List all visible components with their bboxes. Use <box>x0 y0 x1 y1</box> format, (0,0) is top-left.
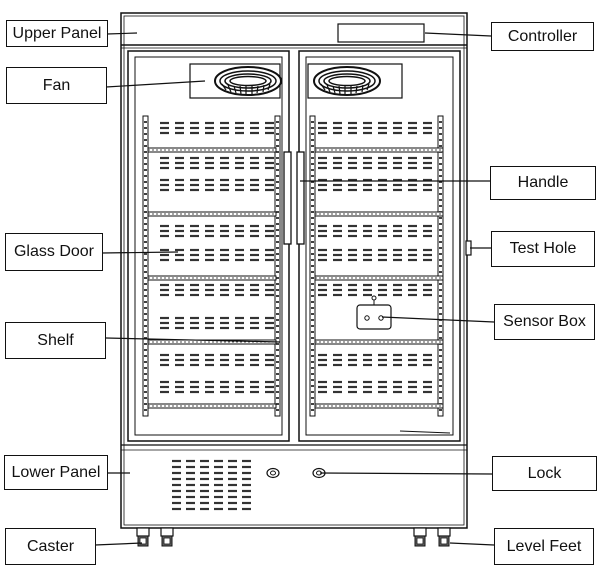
leader-controller <box>424 32 492 37</box>
left-outer-rail <box>142 115 149 417</box>
right-door <box>298 50 461 442</box>
shelf-left-3 <box>147 275 277 281</box>
shelf-right-1 <box>314 147 444 153</box>
shelf-right-2 <box>314 211 444 217</box>
label-test-hole: Test Hole <box>491 231 595 267</box>
leader-sensor-box <box>381 316 495 323</box>
leader-level-feet <box>449 542 495 546</box>
left-door-handle <box>283 151 292 245</box>
level-foot-right-1 <box>413 527 427 547</box>
label-level-feet: Level Feet <box>494 528 594 565</box>
shelf-right-4 <box>314 339 444 345</box>
left-inner-rail <box>274 115 281 417</box>
label-shelf: Shelf <box>5 322 106 359</box>
right-fan-icon <box>313 66 381 96</box>
right-outer-rail <box>437 115 444 417</box>
left-fan-icon <box>214 66 282 96</box>
level-foot-right-2 <box>437 527 451 547</box>
shelf-left-5 <box>147 403 277 409</box>
label-lock: Lock <box>492 456 597 491</box>
lock-right-icon <box>312 467 326 479</box>
label-glass-door: Glass Door <box>5 233 103 271</box>
leader-caster <box>94 542 143 546</box>
right-door-handle <box>296 151 305 245</box>
shelf-left-1 <box>147 147 277 153</box>
shelf-right-3 <box>314 275 444 281</box>
label-lower-panel: Lower Panel <box>4 455 108 490</box>
leader-glass-door <box>101 251 179 254</box>
leader-upper-panel <box>106 32 138 35</box>
leader-shelf <box>105 337 281 343</box>
leader-lock <box>319 472 493 475</box>
label-fan: Fan <box>6 67 107 104</box>
right-inner-rail <box>309 115 316 417</box>
controller-display <box>337 23 425 43</box>
label-upper-panel: Upper Panel <box>6 20 108 47</box>
lock-left-icon <box>266 467 280 479</box>
shelf-right-5 <box>314 403 444 409</box>
label-handle: Handle <box>490 166 596 200</box>
leader-fan <box>105 80 206 88</box>
right-door-glass <box>305 56 454 436</box>
label-controller: Controller <box>491 22 594 51</box>
label-caster: Caster <box>5 528 96 565</box>
left-door-glass <box>134 56 283 436</box>
left-door <box>127 50 290 442</box>
cabinet-inner-top <box>123 15 465 526</box>
caster-left-2 <box>160 527 174 547</box>
label-sensor-box: Sensor Box <box>494 304 595 340</box>
shelf-left-2 <box>147 211 277 217</box>
lower-panel-vents <box>172 459 251 511</box>
